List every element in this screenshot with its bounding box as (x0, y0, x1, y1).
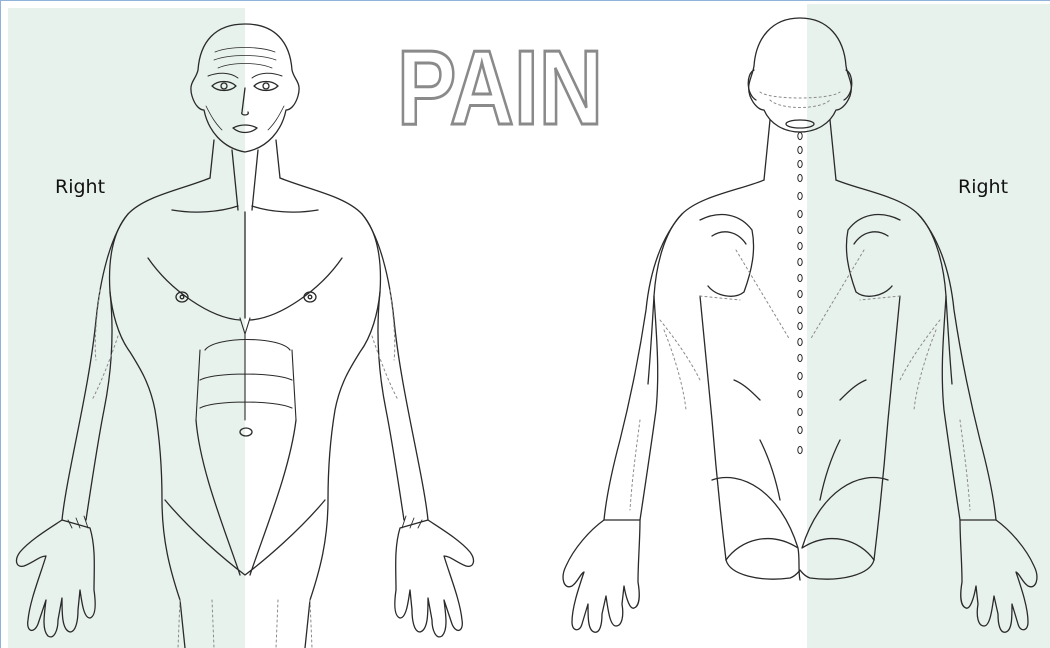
back-spine (798, 132, 802, 453)
front-right-pupil (263, 83, 269, 89)
front-right-side-highlight[interactable] (8, 8, 245, 648)
back-right-side-label: Right (958, 176, 1008, 198)
page-title: PAIN (397, 29, 603, 147)
back-left-hand (563, 520, 640, 632)
front-right-nipple (304, 292, 316, 302)
back-left-arm (604, 214, 682, 520)
back-right-side-highlight[interactable] (807, 4, 1050, 648)
front-right-arm-dotted (372, 290, 398, 400)
front-right-hand (395, 520, 474, 637)
front-right-arm (362, 214, 428, 520)
front-right-side-label: Right (55, 176, 105, 198)
back-left-shoulder-blade (700, 215, 754, 297)
